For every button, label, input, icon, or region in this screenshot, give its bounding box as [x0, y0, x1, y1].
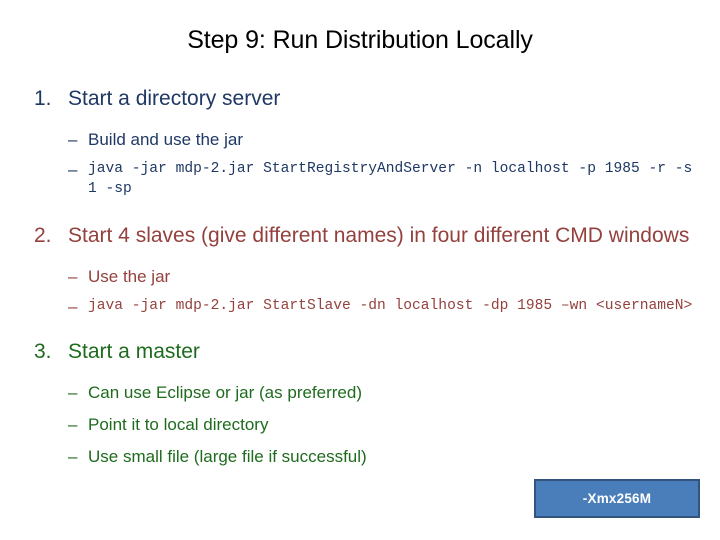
xmx-callout-box: -Xmx256M [534, 479, 700, 518]
list-item-1-sub-2-code: – java -jar mdp-2.jar StartRegistryAndSe… [68, 160, 706, 199]
list-item-1-command: java -jar mdp-2.jar StartRegistryAndServ… [88, 161, 693, 197]
list-item-3-sub-3-text: Use small file (large file if successful… [88, 447, 367, 467]
list-item-1-sub-1-text: Build and use the jar [88, 129, 243, 149]
list-item-2-sub-1-text: Use the jar [88, 266, 171, 286]
dash-bullet-icon: – [68, 447, 78, 467]
spacer [34, 367, 706, 381]
list-item-3-sub-2: – Point it to local directory [68, 413, 706, 436]
list-item-3-sub-1-text: Can use Eclipse or jar (as preferred) [88, 382, 363, 402]
list-item-3: 3. Start a master [34, 337, 706, 367]
slide-body: 1. Start a directory server – Build and … [34, 84, 706, 469]
list-item-2-sub-1: – Use the jar [68, 265, 706, 288]
dash-bullet-icon: – [68, 160, 78, 180]
list-item-3-text: Start a master [68, 339, 200, 363]
list-item-2-number: 2. [34, 223, 52, 247]
list-item-1-text: Start a directory server [68, 87, 281, 110]
spacer [34, 436, 706, 445]
list-item-2: 2. Start 4 slaves (give different names)… [34, 221, 706, 251]
spacer [34, 288, 706, 297]
dash-bullet-icon: – [68, 266, 78, 286]
list-item-1-number: 1. [34, 87, 52, 110]
dash-bullet-icon: – [68, 382, 78, 402]
list-item-3-sub-2-text: Point it to local directory [88, 415, 269, 435]
list-item-1: 1. Start a directory server [34, 84, 706, 114]
spacer [34, 251, 706, 265]
spacer [34, 151, 706, 160]
list-item-3-sub-1: – Can use Eclipse or jar (as preferred) [68, 381, 706, 404]
list-item-2-text: Start 4 slaves (give different names) in… [68, 223, 690, 247]
xmx-callout-label: -Xmx256M [582, 491, 652, 506]
dash-bullet-icon: – [68, 297, 78, 317]
spacer [34, 199, 706, 221]
dash-bullet-icon: – [68, 415, 78, 435]
spacer [34, 318, 706, 337]
spacer [34, 114, 706, 128]
page-title: Step 9: Run Distribution Locally [187, 26, 533, 54]
dash-bullet-icon: – [68, 129, 78, 149]
list-item-2-sub-2-code: – java -jar mdp-2.jar StartSlave -dn loc… [68, 297, 706, 318]
list-item-2-command: java -jar mdp-2.jar StartSlave -dn local… [88, 298, 693, 315]
spacer [34, 404, 706, 413]
list-item-3-sub-3: – Use small file (large file if successf… [68, 445, 706, 468]
list-item-1-sub-1: – Build and use the jar [68, 128, 706, 151]
list-item-3-number: 3. [34, 339, 52, 363]
